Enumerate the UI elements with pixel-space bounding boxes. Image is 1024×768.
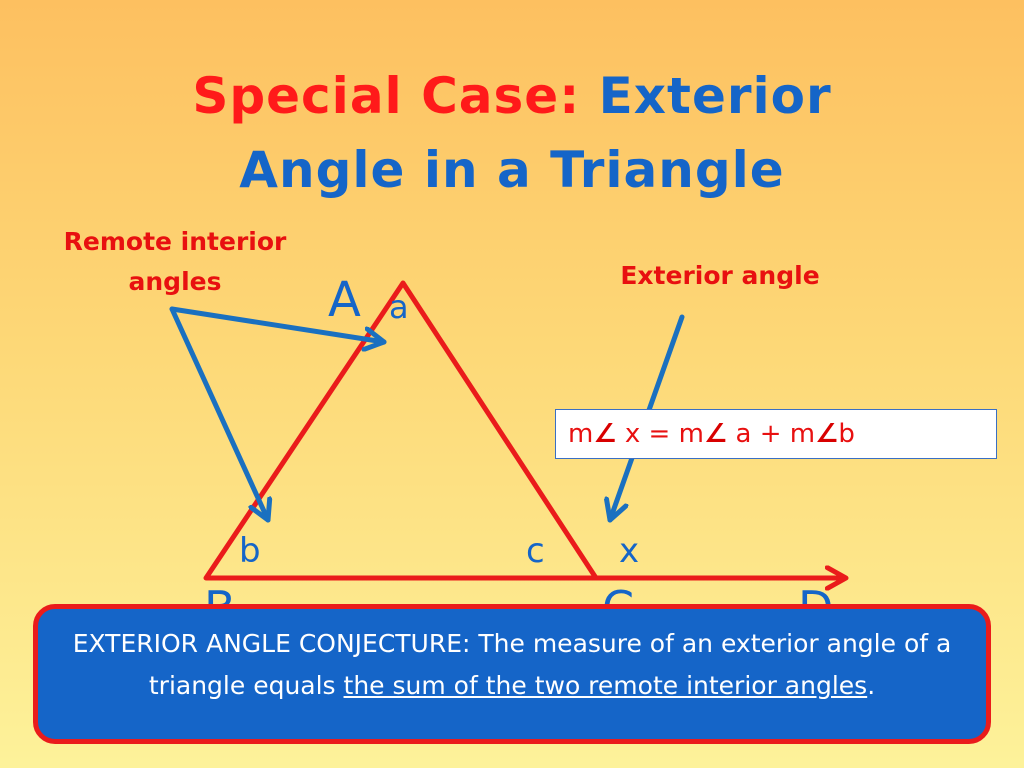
conjecture-text: EXTERIOR ANGLE CONJECTURE: The measure o… [72, 629, 952, 700]
conjecture-end: . [867, 671, 876, 700]
formula-m-1: m [568, 419, 594, 449]
exterior-angle-conjecture-box: EXTERIOR ANGLE CONJECTURE: The measure o… [33, 604, 991, 744]
title-exterior: Exterior [598, 67, 832, 125]
angle-label-a: a [389, 288, 409, 326]
remote-label-line-1: Remote interior [63, 227, 287, 256]
vertex-label-a: A [328, 272, 361, 328]
triangle-abc [203, 280, 599, 581]
remote-interior-angles-label: Remote interior angles [40, 222, 310, 302]
formula-part-x: x = m [624, 419, 704, 449]
angle-symbol-icon: ∠ [593, 419, 617, 449]
conjecture-emphasis: the sum of the two remote interior angle… [343, 671, 868, 700]
angle-symbol-icon: ∠ [703, 419, 728, 449]
remote-label-line-2: angles [128, 267, 222, 296]
formula-part-a: a + m [735, 419, 816, 449]
formula-box: m∠ x = m∠ a + m∠b [555, 409, 997, 459]
title-special-case: Special Case: [192, 67, 581, 125]
angle-label-c: c [526, 531, 545, 571]
slide-title-line-2: Angle in a Triangle [239, 141, 785, 199]
formula-part-b: b [838, 419, 855, 449]
arrow-to-angle-b [169, 306, 268, 523]
angle-symbol-icon: ∠ [815, 419, 839, 449]
angle-label-x: x [619, 531, 639, 571]
slide-title-line-1: Special Case: Exterior [0, 66, 1024, 126]
exterior-angle-label: Exterior angle [620, 261, 820, 290]
angle-label-b: b [239, 531, 261, 571]
arrow-to-angle-a [169, 306, 387, 342]
